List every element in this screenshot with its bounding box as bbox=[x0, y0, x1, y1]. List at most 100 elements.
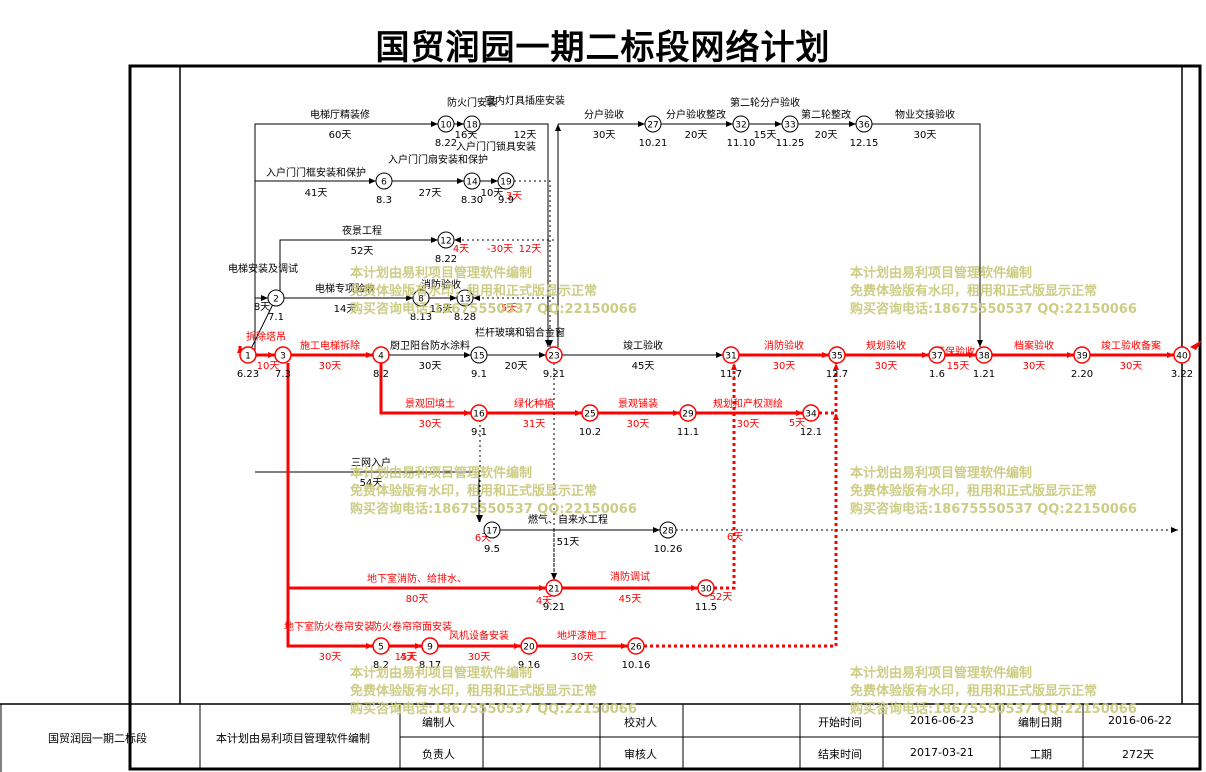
activity-arrow bbox=[247, 297, 277, 356]
node-number: 35 bbox=[831, 352, 842, 362]
activity-name: 规划验收 bbox=[866, 339, 906, 352]
float-label: 4天 bbox=[400, 652, 416, 663]
node-circle bbox=[372, 346, 390, 364]
footer-end-label: 结束时间 bbox=[818, 748, 862, 761]
node-number: 39 bbox=[1076, 352, 1088, 362]
node-date: 12.15 bbox=[850, 138, 879, 149]
activity-arrow bbox=[279, 237, 438, 294]
watermark-line: 免费体验版有水印，租用和正式版显示正常 bbox=[350, 684, 598, 699]
footer-table bbox=[0, 703, 1200, 772]
watermark-line: 购买咨询电话:18675550537 QQ:22150066 bbox=[350, 302, 637, 317]
activity-name: 分户验收整改 bbox=[666, 108, 726, 121]
watermark-block: 本计划由易利项目管理软件编制 免费体验版有水印，租用和正式版显示正常 购买咨询电… bbox=[850, 665, 1137, 719]
node-number: 31 bbox=[725, 352, 736, 362]
node-number: 30 bbox=[700, 585, 712, 595]
node-date: 9.21 bbox=[543, 602, 565, 613]
activity-name: 施工电梯拆除 bbox=[300, 339, 360, 352]
node-date: 12.1 bbox=[800, 427, 822, 438]
watermark-line: 购买咨询电话:18675550537 QQ:22150066 bbox=[350, 702, 637, 717]
activity-name: 三网入户 bbox=[351, 456, 391, 469]
activity-duration: 45天 bbox=[632, 361, 655, 372]
node-date: 10.21 bbox=[639, 138, 668, 149]
node-number: 12 bbox=[440, 237, 451, 247]
activity-name: 栏杆玻璃和铝合金窗 bbox=[475, 326, 565, 339]
activity-duration: 30天 bbox=[571, 652, 594, 663]
activity-duration: 41天 bbox=[305, 188, 328, 199]
node-date: 8.22 bbox=[435, 254, 457, 265]
activity-name: 景观回填土 bbox=[405, 397, 455, 410]
footer-owner-label: 负责人 bbox=[422, 748, 455, 761]
node-circle bbox=[375, 172, 393, 190]
float-label: 5天 bbox=[501, 303, 517, 314]
activity-duration: 12天 bbox=[514, 130, 537, 141]
watermark-line: 本计划由易利项目管理软件编制 bbox=[350, 266, 533, 281]
node-circle bbox=[470, 404, 488, 422]
float-label: 6天 bbox=[727, 532, 743, 543]
node-number: 13 bbox=[459, 295, 470, 305]
activity-name: 规划和产权测绘 bbox=[713, 397, 783, 410]
node-date: 9.21 bbox=[543, 369, 565, 380]
activity-duration: 15天 bbox=[947, 361, 970, 372]
node-date: 11.1 bbox=[677, 427, 699, 438]
node-date: 8.3 bbox=[376, 195, 392, 206]
activity-name: 竣工验收 bbox=[623, 339, 663, 352]
watermark-line: 本计划由易利项目管理软件编制 bbox=[350, 466, 533, 481]
activity-duration: 20天 bbox=[815, 130, 838, 141]
watermark-block: 本计划由易利项目管理软件编制 免费体验版有水印，租用和正式版显示正常 购买咨询电… bbox=[350, 665, 637, 719]
activity-duration: 31天 bbox=[523, 419, 546, 430]
node-date: 8.2 bbox=[373, 660, 389, 671]
activity-name: 厨卫阳台防水涂料 bbox=[390, 339, 470, 352]
node-number: 20 bbox=[523, 643, 535, 653]
activity-name: 燃气、自来水工程 bbox=[528, 513, 608, 526]
watermark-block: 本计划由易利项目管理软件编制 免费体验版有水印，租用和正式版显示正常 购买咨询电… bbox=[850, 265, 1137, 319]
node-circle bbox=[722, 346, 740, 364]
activity-duration: 16天 bbox=[430, 304, 453, 315]
node-number: 18 bbox=[466, 121, 478, 131]
activity-arrow bbox=[644, 413, 839, 648]
node-date: 3.22 bbox=[1171, 369, 1193, 380]
node-date: 8.30 bbox=[461, 195, 483, 206]
node-number: 17 bbox=[486, 527, 497, 537]
activity-name: 竣工验收备案 bbox=[1101, 339, 1161, 352]
node-date: 9.1 bbox=[471, 369, 487, 380]
activity-name: 消防调试 bbox=[610, 570, 650, 583]
node-number: 21 bbox=[548, 585, 559, 595]
activity-duration: 30天 bbox=[737, 419, 760, 430]
node-number: 10 bbox=[440, 121, 452, 131]
node-date: 1.21 bbox=[973, 369, 995, 380]
activity-duration: 20天 bbox=[685, 130, 708, 141]
node-number: 33 bbox=[784, 121, 795, 131]
footer-project: 国贸润园一期二标段 bbox=[48, 732, 147, 745]
footer-checker-label: 校对人 bbox=[624, 716, 657, 729]
node-date: 11.5 bbox=[695, 602, 717, 613]
edge-layer bbox=[237, 121, 1178, 649]
node-number: 28 bbox=[662, 527, 674, 537]
activity-arrow bbox=[872, 123, 983, 347]
label-layer: 电梯厅精装修60天防火门安装16天室内灯具插座安装12天入户门门框安装和保护41… bbox=[228, 94, 1161, 663]
node-date: 11.25 bbox=[776, 138, 805, 149]
node-circle bbox=[679, 404, 697, 422]
watermark-line: 购买咨询电话:18675550537 QQ:22150066 bbox=[850, 502, 1137, 517]
node-date: 9.5 bbox=[484, 544, 500, 555]
node-circle bbox=[1073, 346, 1091, 364]
node-circle bbox=[274, 346, 292, 364]
watermark-block: 本计划由易利项目管理软件编制 免费体验版有水印，租用和正式版显示正常 购买咨询电… bbox=[350, 465, 637, 519]
activity-duration: 30天 bbox=[319, 361, 342, 372]
node-date: 11.10 bbox=[727, 138, 756, 149]
footer-start-label: 开始时间 bbox=[818, 716, 862, 729]
node-circle bbox=[644, 115, 662, 133]
node-number: 19 bbox=[500, 178, 512, 188]
node-circle bbox=[781, 115, 799, 133]
node-number: 3 bbox=[280, 352, 286, 362]
node-number: 40 bbox=[1176, 352, 1188, 362]
activity-name: 地下室防火卷帘安装 bbox=[284, 620, 374, 633]
activity-name: 绿化种植 bbox=[514, 397, 554, 410]
footer-end-value: 2017-03-21 bbox=[910, 746, 974, 759]
node-number: 32 bbox=[735, 121, 746, 131]
activity-name: 电梯安装及调试 bbox=[228, 262, 298, 275]
watermark-line: 购买咨询电话:18675550537 QQ:22150066 bbox=[850, 702, 1137, 717]
activity-name: 景观铺装 bbox=[618, 397, 658, 410]
activity-duration: 54天 bbox=[360, 478, 383, 489]
node-number: 6 bbox=[381, 178, 387, 188]
activity-name: 分户验收 bbox=[584, 108, 624, 121]
